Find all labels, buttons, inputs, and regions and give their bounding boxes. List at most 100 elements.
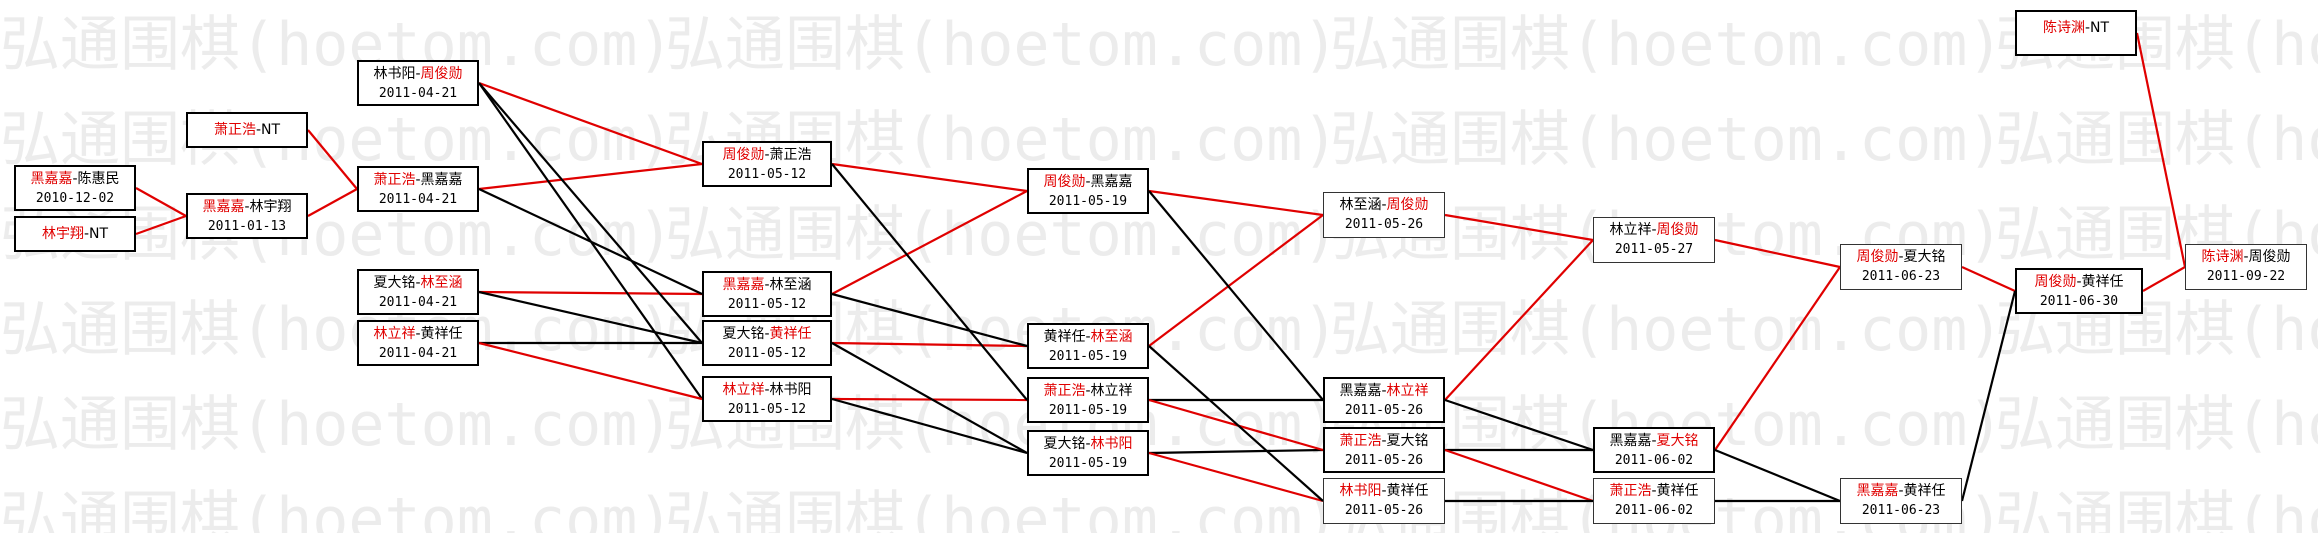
match-date: 2011-06-23 bbox=[1861, 269, 1941, 284]
player-two: 林宇翔 bbox=[249, 199, 292, 215]
player-two: 夏大铭 bbox=[1903, 249, 1946, 265]
separator: - bbox=[764, 277, 770, 293]
player-one: 黑嘉嘉 bbox=[1609, 433, 1652, 449]
edge-n5-n9 bbox=[478, 81, 703, 166]
player-two: 萧正浩 bbox=[769, 147, 812, 163]
player-two: 林立祥 bbox=[1386, 383, 1429, 399]
match-date: 2011-05-26 bbox=[1344, 217, 1424, 232]
player-one: 萧正浩 bbox=[1609, 483, 1652, 499]
match-node: 周俊勋-萧正浩 2011-05-12 bbox=[702, 141, 832, 187]
match-players: 萧正浩-夏大铭 bbox=[1325, 432, 1443, 451]
edge-n18-n22 bbox=[1444, 398, 1594, 452]
match-players: 林立祥-林书阳 bbox=[704, 381, 830, 400]
match-players: 黑嘉嘉-林立祥 bbox=[1325, 382, 1443, 401]
match-players: 萧正浩-黑嘉嘉 bbox=[359, 171, 477, 190]
edge-n12-n16 bbox=[831, 397, 1028, 455]
match-date: 2011-06-02 bbox=[1614, 453, 1694, 468]
edge-n21-n24 bbox=[1714, 238, 1841, 269]
edge-n7-n11 bbox=[478, 290, 703, 345]
player-two: 林书阳 bbox=[1090, 436, 1133, 452]
separator: - bbox=[415, 172, 421, 188]
separator: - bbox=[1898, 483, 1904, 499]
match-node: 陈诗渊-NT bbox=[2015, 10, 2137, 56]
player-one: 周俊勋 bbox=[2034, 274, 2077, 290]
edge-n14-n17 bbox=[1148, 214, 1324, 347]
match-date: 2011-05-12 bbox=[727, 167, 807, 182]
match-node: 萧正浩-NT bbox=[186, 112, 308, 148]
separator: - bbox=[764, 147, 770, 163]
edge-n15-n19 bbox=[1148, 398, 1324, 452]
edge-n10-n13 bbox=[831, 190, 1028, 295]
edge-n4-n6 bbox=[307, 188, 358, 217]
player-one: 黑嘉嘉 bbox=[1339, 383, 1382, 399]
player-two: NT bbox=[261, 122, 281, 138]
match-node: 周俊勋-夏大铭 2011-06-23 bbox=[1840, 244, 1962, 290]
separator: - bbox=[255, 122, 262, 138]
player-two: 周俊勋 bbox=[2248, 249, 2291, 265]
player-two: 黄祥任 bbox=[769, 326, 812, 342]
match-node: 黑嘉嘉-林立祥 2011-05-26 bbox=[1323, 377, 1445, 423]
edge-n7-n10 bbox=[478, 290, 703, 296]
edge-n1-n4 bbox=[135, 187, 187, 217]
separator: - bbox=[415, 66, 421, 82]
match-players: 黑嘉嘉-黄祥任 bbox=[1841, 482, 1961, 501]
match-players: 陈诗渊-周俊勋 bbox=[2186, 248, 2306, 267]
player-one: 黑嘉嘉 bbox=[1856, 483, 1899, 499]
match-players: 黑嘉嘉-夏大铭 bbox=[1595, 432, 1713, 451]
match-players: 夏大铭-黄祥任 bbox=[704, 325, 830, 344]
player-two: 黑嘉嘉 bbox=[1090, 174, 1133, 190]
player-one: 夏大铭 bbox=[722, 326, 765, 342]
player-one: 周俊勋 bbox=[1856, 249, 1899, 265]
player-one: 林立祥 bbox=[722, 382, 765, 398]
separator: - bbox=[1651, 222, 1657, 238]
match-date: 2011-06-30 bbox=[2039, 294, 2119, 309]
match-players: 黑嘉嘉-陈惠民 bbox=[16, 170, 134, 189]
edge-n14-n20 bbox=[1148, 345, 1324, 502]
player-one: 周俊勋 bbox=[722, 147, 765, 163]
match-players: 林宇翔-NT bbox=[16, 225, 134, 244]
separator: - bbox=[1651, 433, 1657, 449]
player-two: NT bbox=[89, 226, 109, 242]
edge-n12-n15 bbox=[831, 397, 1028, 402]
player-one: 林书阳 bbox=[1339, 483, 1382, 499]
match-node: 林立祥-林书阳 2011-05-12 bbox=[702, 376, 832, 422]
edge-n3-n6 bbox=[307, 129, 358, 190]
match-date: 2011-05-26 bbox=[1344, 403, 1424, 418]
player-two: 黄祥任 bbox=[1656, 483, 1699, 499]
player-two: 林至涵 bbox=[769, 277, 812, 293]
player-one: 林立祥 bbox=[1609, 222, 1652, 238]
player-one: 林书阳 bbox=[373, 66, 416, 82]
match-date: 2011-05-19 bbox=[1048, 194, 1128, 209]
player-one: 萧正浩 bbox=[1043, 383, 1086, 399]
edge-n17-n21 bbox=[1444, 213, 1594, 242]
match-players: 周俊勋-夏大铭 bbox=[1841, 248, 1961, 267]
separator: - bbox=[2084, 20, 2091, 36]
player-two: 陈惠民 bbox=[77, 171, 120, 187]
match-players: 林至涵-周俊勋 bbox=[1324, 196, 1444, 215]
player-one: 陈诗渊 bbox=[2201, 249, 2244, 265]
separator: - bbox=[2243, 249, 2249, 265]
match-players: 陈诗渊-NT bbox=[2017, 19, 2135, 38]
edge-n9-n15 bbox=[831, 163, 1028, 401]
edge-n8-n12 bbox=[478, 341, 703, 401]
edge-n13-n17 bbox=[1148, 189, 1324, 217]
separator: - bbox=[1381, 197, 1387, 213]
match-players: 周俊勋-萧正浩 bbox=[704, 146, 830, 165]
player-one: 林立祥 bbox=[373, 326, 416, 342]
edge-n16-n20 bbox=[1148, 451, 1324, 503]
match-date: 2011-05-12 bbox=[727, 402, 807, 417]
match-date: 2011-01-13 bbox=[207, 219, 287, 234]
player-one: 夏大铭 bbox=[1043, 436, 1086, 452]
match-date: 2011-04-21 bbox=[378, 86, 458, 101]
edge-n18-n21 bbox=[1444, 239, 1594, 401]
